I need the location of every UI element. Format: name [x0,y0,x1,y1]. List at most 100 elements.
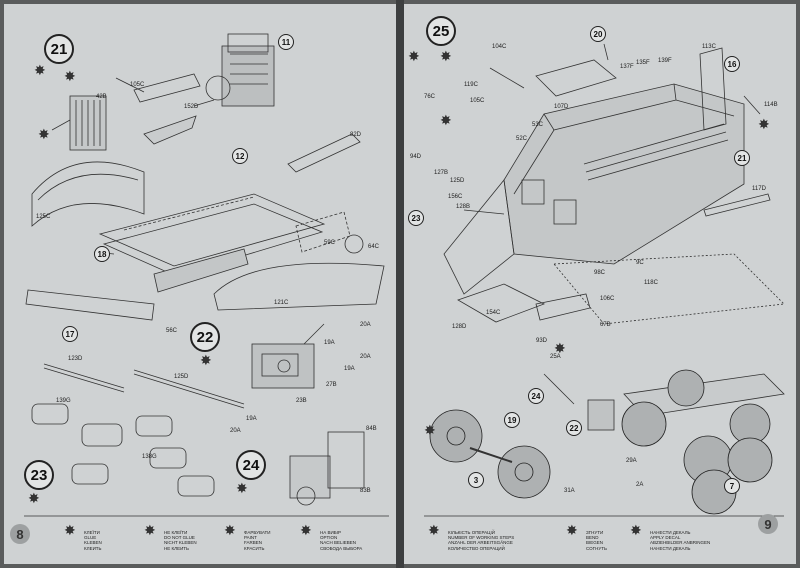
part-label: 154C [486,310,501,316]
decal-icon: ✸ [630,522,642,538]
part-label: 9C [636,260,644,266]
part-label: 76C [424,94,436,100]
part-label: 67B [600,322,611,328]
part-label: 106C [600,296,615,302]
part-label: 84B [366,426,377,432]
engine-drawing [205,33,275,107]
step-number: 21 [734,150,750,166]
part-label: 29A [626,458,637,464]
part-label: 123D [68,356,83,362]
wheel-drawing [429,409,551,499]
part-label: 139G [56,398,71,404]
part-label: 117D [752,186,766,192]
step-number: 24 [528,388,544,404]
step-number: 24 [236,450,266,480]
part-label: 138G [142,454,157,460]
part-label: 152D [184,104,199,110]
glue-star-icon: ✸ [236,480,248,496]
left-page-drawing [24,33,389,517]
glue-star-icon: ✸ [554,340,566,356]
part-label: 64C [368,244,380,250]
step-number: 19 [504,412,520,428]
glue-star-icon: ✸ [200,352,212,368]
radiator-drawing [69,95,107,151]
part-label: 128B [456,204,471,210]
step-number: 18 [94,246,110,262]
part-label: 2A [636,482,644,488]
right-page: 25 20 23 24 22 3 7 21 16 19 ✸ ✸ ✸ ✸ ✸ ✸ … [404,4,796,564]
glue-star-icon: ✸ [408,48,420,64]
glue-star-icon: ✸ [440,48,452,64]
part-label: 128D [452,324,467,330]
part-label: 118C [644,280,658,286]
step-number: 25 [426,16,456,46]
vehicle-body-drawing [443,83,745,295]
gearbox-drawing [251,343,315,389]
option-icon: ✸ [300,522,312,538]
part-label: 139F [658,58,672,64]
part-label: 107D [554,104,569,110]
step-number: 22 [566,420,582,436]
step-number: 23 [24,460,54,490]
part-label: 135F [636,60,650,66]
part-label: 20A [360,354,371,360]
step-number: 3 [468,472,484,488]
part-label: 20A [230,428,241,434]
part-label: 56C [166,328,178,334]
wheel-drawing [621,369,773,515]
part-label: 156C [448,194,463,200]
bend-icon: ✸ [566,522,578,538]
part-label: 98C [594,270,606,276]
part-label: 113C [702,44,716,50]
part-label: 121C [274,300,289,306]
part-label: 94D [410,154,422,160]
glue-star-icon: ✸ [38,126,50,142]
step-number: 23 [408,210,424,226]
glue-star-icon: ✸ [424,422,436,438]
part-label: 137F [620,64,634,70]
step-number: 22 [190,322,220,352]
book-gutter [396,0,404,568]
part-label: 52C [516,136,528,142]
glue-icon: ✸ [64,522,76,538]
no-glue-icon: ✸ [144,522,156,538]
page-number: 8 [10,524,30,544]
part-label: 105C [130,82,145,88]
step-number: 17 [62,326,78,342]
step-number: 16 [724,56,740,72]
step-number: 7 [724,478,740,494]
glue-star-icon: ✸ [64,68,76,84]
part-label: 42B [96,94,107,100]
right-page-drawing [424,43,785,517]
step-number: 20 [590,26,606,42]
glue-star-icon: ✸ [28,490,40,506]
part-label: 19A [324,340,335,346]
part-label: 104C [492,44,507,50]
page-number: 9 [758,514,778,534]
part-label: 127B [434,170,449,176]
steps-icon: ✸ [428,522,440,538]
step-number: 12 [232,148,248,164]
part-label: 53C [532,122,544,128]
part-label: 93D [536,338,548,344]
part-label: 27B [326,382,337,388]
part-label: 82D [350,132,362,138]
part-label: 59C [324,240,336,246]
part-label: 31A [564,488,575,494]
paint-icon: ✸ [224,522,236,538]
part-label: 114B [764,102,778,108]
part-label: 23B [296,398,307,404]
part-label: 125D [174,374,189,380]
step-number: 21 [44,34,74,64]
step-number: 11 [278,34,294,50]
part-label: 19A [344,366,355,372]
glue-star-icon: ✸ [758,116,770,132]
left-page: 21 22 23 24 11 12 17 18 ✸ ✸ ✸ ✸ ✸ ✸ 105C… [4,4,396,564]
